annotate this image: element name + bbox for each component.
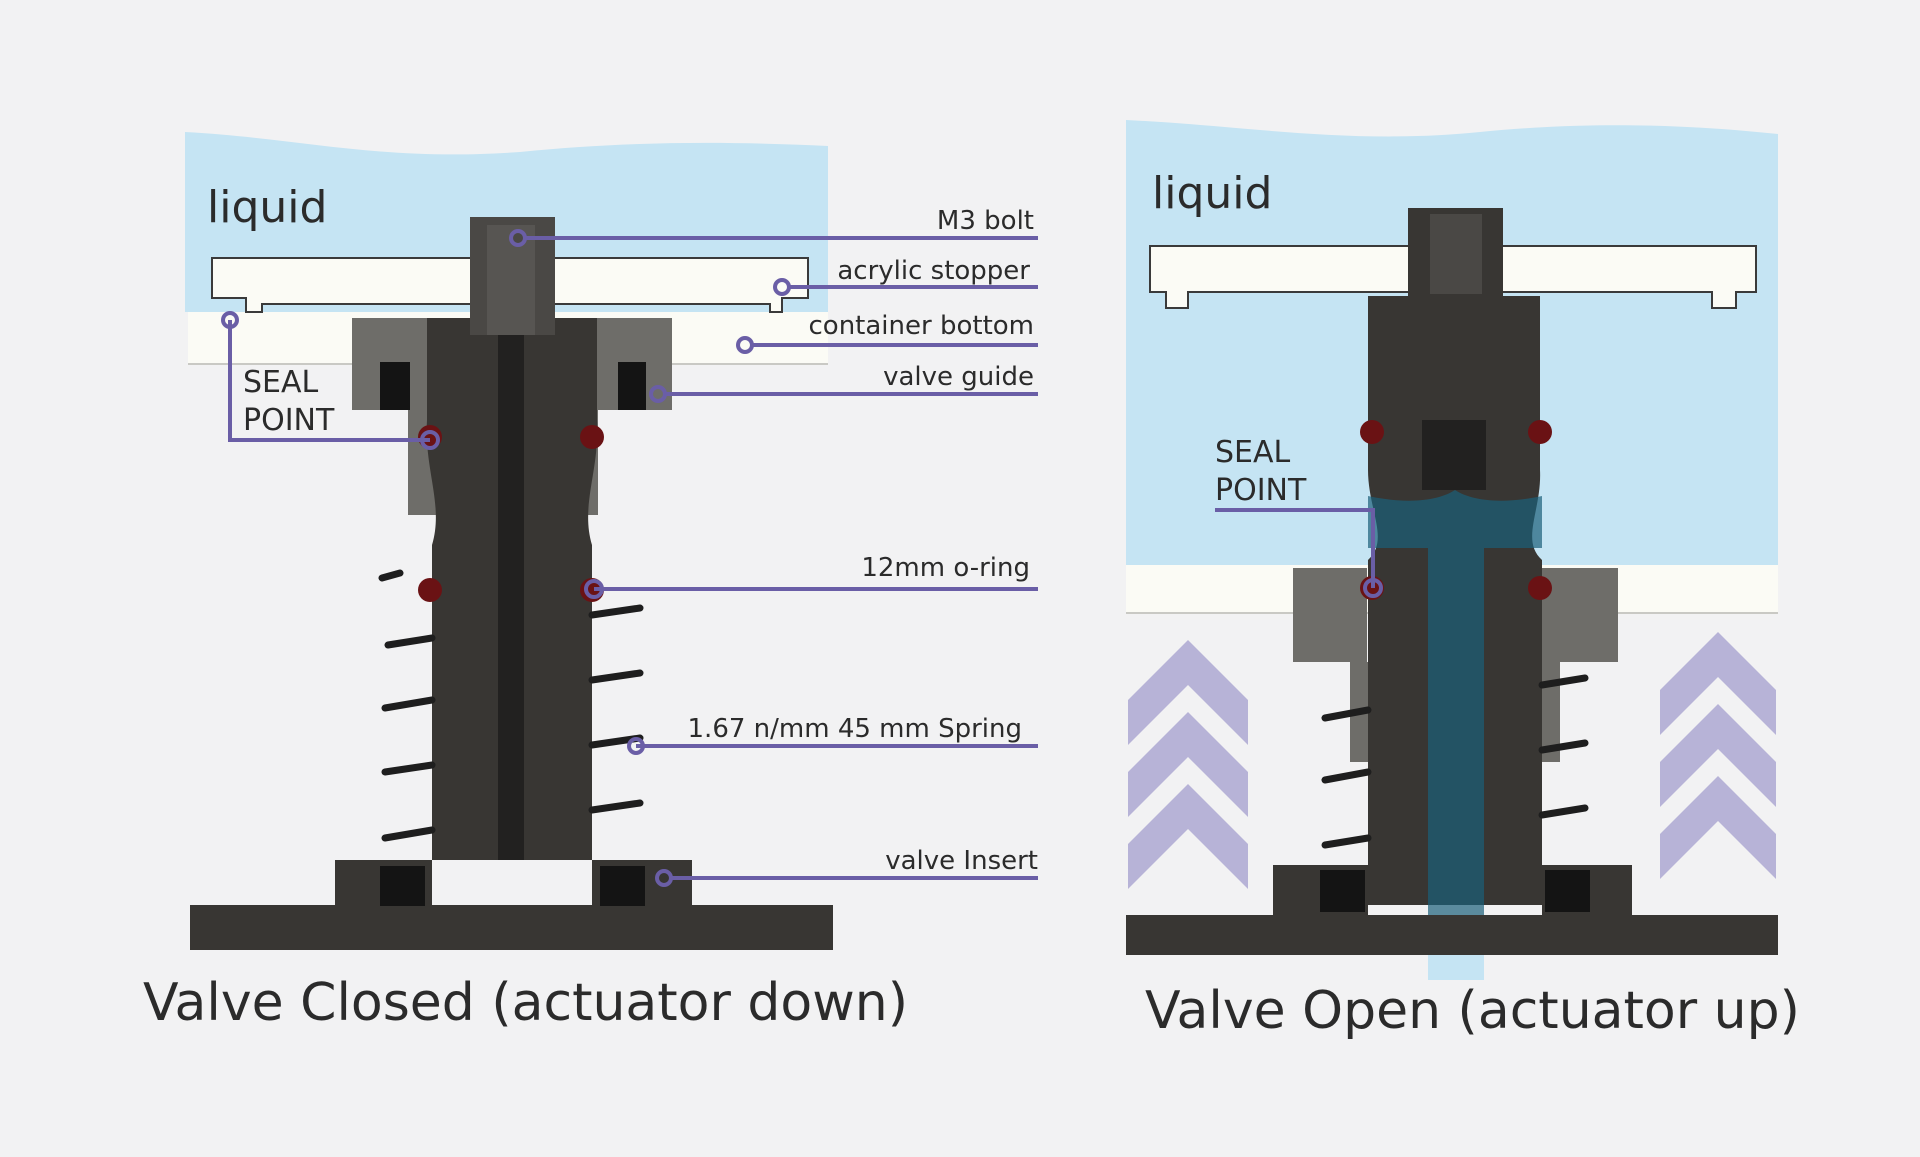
valve-insert	[1126, 865, 1778, 955]
callout-label: valve Insert	[885, 846, 1038, 876]
callout-label: M3 bolt	[937, 206, 1034, 236]
left-caption: Valve Closed (actuator down)	[143, 973, 908, 1033]
callout-acrylic-stopper: acrylic stopper	[773, 256, 1038, 296]
valve-insert	[190, 860, 833, 950]
seal-point-label: SEAL	[1215, 435, 1291, 470]
seal-point-label: SEAL	[243, 365, 319, 400]
flow-channel	[1368, 490, 1542, 980]
callout-o-ring: 12mm o-ring	[584, 553, 1038, 599]
spring	[378, 569, 644, 842]
callout-spring: 1.67 n/mm 45 mm Spring	[627, 714, 1038, 755]
callout-label: valve guide	[883, 362, 1034, 392]
seal-point-leader	[228, 320, 430, 442]
callout-label: 12mm o-ring	[861, 553, 1030, 583]
callout-label: acrylic stopper	[837, 256, 1030, 286]
seal-point-leader	[1215, 508, 1375, 588]
callout-container-bottom: container bottom	[736, 311, 1038, 354]
right-caption: Valve Open (actuator up)	[1145, 981, 1800, 1041]
left-panel: liquid	[143, 132, 1038, 1033]
chevron-up-icon	[1660, 632, 1776, 879]
right-panel: liquid	[1126, 120, 1800, 1041]
seal-point-label: POINT	[243, 403, 335, 438]
spring	[1321, 674, 1589, 849]
liquid-label: liquid	[207, 182, 327, 233]
liquid-label: liquid	[1152, 168, 1272, 219]
seal-point-label: POINT	[1215, 473, 1307, 508]
callout-label: 1.67 n/mm 45 mm Spring	[688, 714, 1022, 744]
callout-valve-guide: valve guide	[649, 362, 1038, 403]
callout-m3-bolt: M3 bolt	[509, 206, 1038, 247]
chevron-up-icon	[1128, 640, 1248, 889]
callout-label: container bottom	[809, 311, 1035, 341]
callout-valve-insert: valve Insert	[655, 846, 1038, 887]
